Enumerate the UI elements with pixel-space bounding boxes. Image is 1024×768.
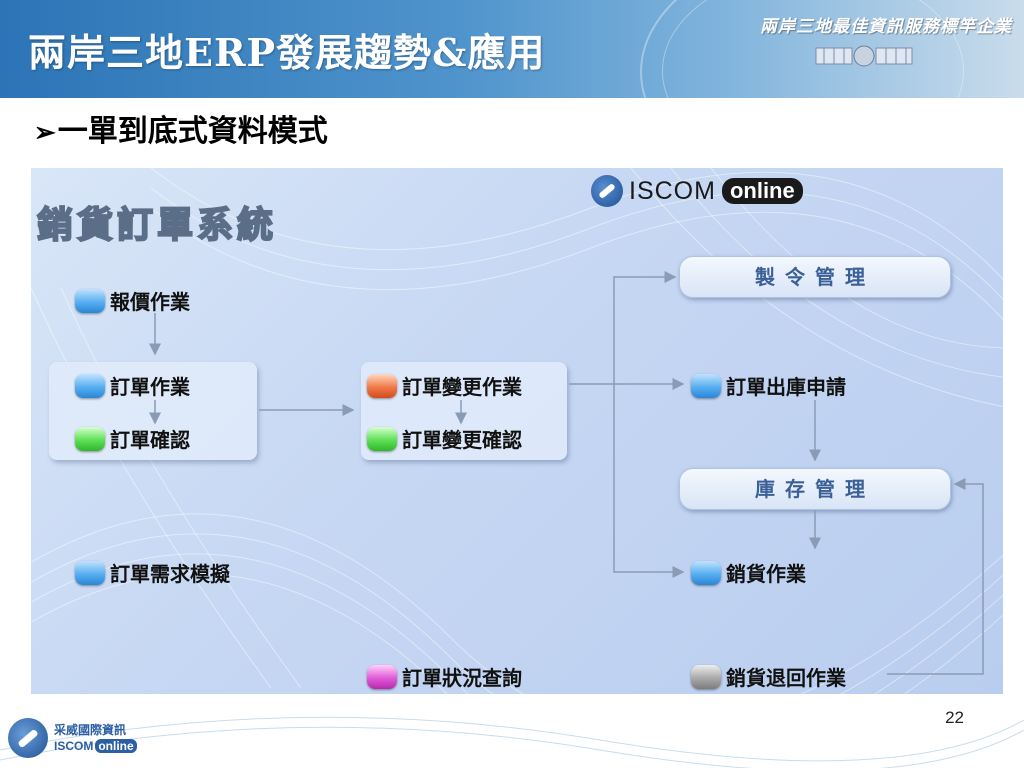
- order-entry-label: 訂單作業: [110, 375, 190, 399]
- status-query-label: 訂單狀況查詢: [402, 666, 522, 690]
- mesh-background-decoration: [31, 168, 1003, 694]
- header-tagline: 兩岸三地最佳資訊服務標竿企業: [760, 17, 1012, 37]
- blue-button-icon: [691, 560, 721, 585]
- flow-connectors: [149, 271, 984, 675]
- order-confirm-node[interactable]: 訂單確認: [75, 424, 190, 453]
- footer-company-name: 采威國際資訊: [54, 723, 127, 737]
- green-button-icon: [367, 426, 397, 451]
- blue-button-icon: [75, 560, 105, 585]
- blue-button-icon: [75, 373, 105, 398]
- gray-button-icon: [691, 664, 721, 689]
- sales-entry-node[interactable]: 銷貨作業: [691, 558, 806, 587]
- slide-title: 兩岸三地ERP發展趨勢&應用: [28, 30, 546, 75]
- order-entry-node[interactable]: 訂單作業: [75, 371, 190, 400]
- order-confirm-label: 訂單確認: [110, 428, 190, 452]
- sales-entry-label: 銷貨作業: [726, 562, 806, 586]
- outbound-request-label: 訂單出庫申請: [726, 375, 846, 399]
- green-button-icon: [75, 426, 105, 451]
- quotation-node[interactable]: 報價作業: [75, 286, 190, 315]
- satellite-icon: [815, 45, 913, 67]
- slide-header: 兩岸三地ERP發展趨勢&應用 兩岸三地最佳資訊服務標竿企業: [0, 0, 1024, 98]
- arrow-bullet-icon: ➢: [34, 118, 56, 148]
- footer-brand-badge: online: [95, 739, 137, 753]
- page-number: 22: [945, 708, 964, 727]
- diagram-panel: 銷貨訂單系統 ISCOM online 製令管理 庫存管理: [31, 168, 1003, 694]
- orange-button-icon: [367, 373, 397, 398]
- blue-button-icon: [75, 288, 105, 313]
- sales-return-node[interactable]: 銷貨退回作業: [691, 662, 846, 691]
- change-confirm-label: 訂單變更確認: [402, 428, 522, 452]
- outbound-request-node[interactable]: 訂單出庫申請: [691, 371, 846, 400]
- sales-return-label: 銷貨退回作業: [726, 666, 846, 690]
- production-management-box[interactable]: 製令管理: [679, 256, 951, 298]
- footer-brand-word: ISCOM: [54, 739, 94, 753]
- demand-simulation-node[interactable]: 訂單需求模擬: [75, 558, 230, 587]
- iscom-online-logo: ISCOM online: [591, 174, 803, 208]
- change-confirm-node[interactable]: 訂單變更確認: [367, 424, 522, 453]
- change-order-label: 訂單變更作業: [402, 375, 522, 399]
- magenta-button-icon: [367, 664, 397, 689]
- blue-button-icon: [691, 373, 721, 398]
- brand-word: ISCOM: [629, 176, 716, 205]
- inventory-management-box[interactable]: 庫存管理: [679, 468, 951, 510]
- section-heading: ➢一單到底式資料模式: [34, 106, 328, 150]
- iscom-logo-icon: [591, 175, 623, 207]
- brand-badge: online: [721, 178, 803, 204]
- section-heading-text: 一單到底式資料模式: [57, 114, 328, 149]
- change-order-node[interactable]: 訂單變更作業: [367, 371, 522, 400]
- demand-simulation-label: 訂單需求模擬: [110, 562, 230, 586]
- quotation-label: 報價作業: [110, 290, 190, 314]
- diagram-title: 銷貨訂單系統: [36, 204, 278, 247]
- footer-swirl-decoration: [0, 716, 1024, 768]
- iscom-logo-icon: [8, 718, 48, 758]
- status-query-node[interactable]: 訂單狀況查詢: [367, 662, 522, 691]
